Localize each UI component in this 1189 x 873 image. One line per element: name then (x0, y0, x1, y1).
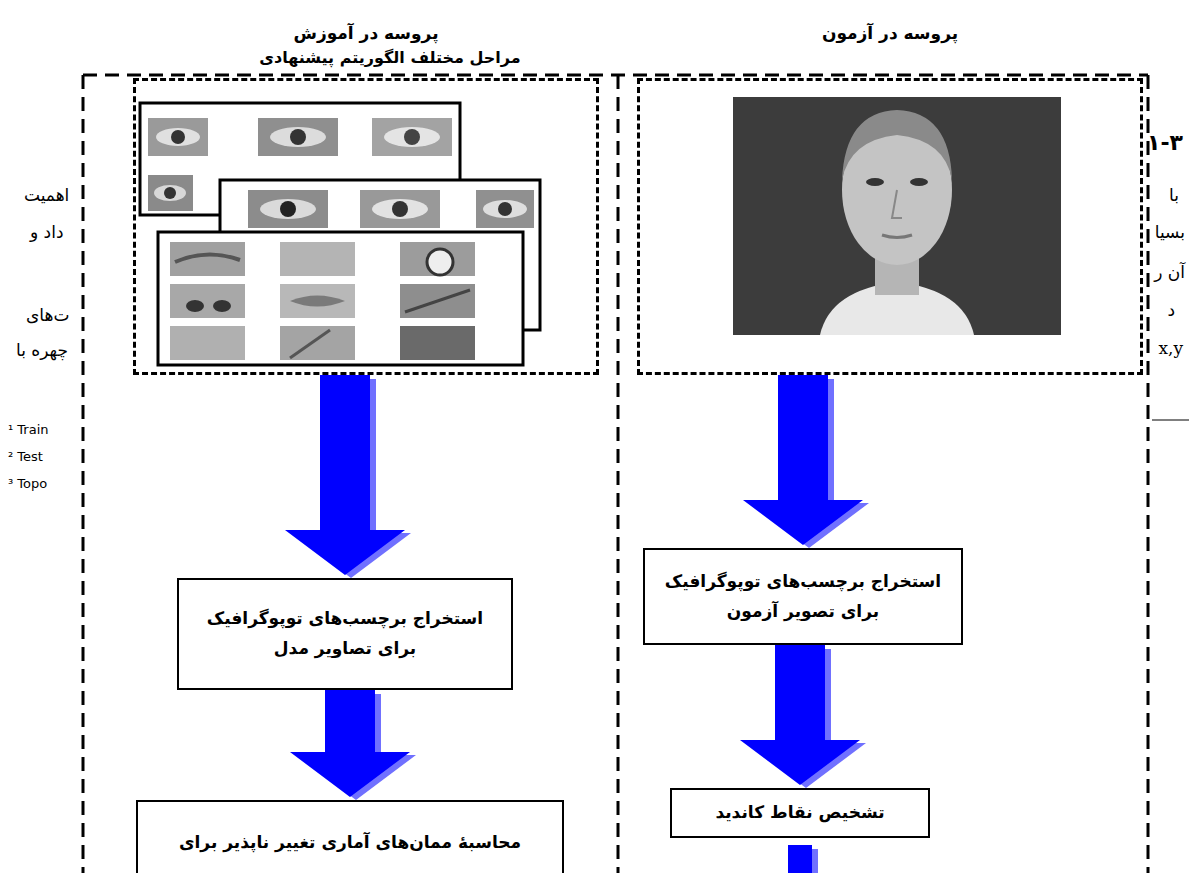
eye (372, 199, 428, 219)
patch (280, 242, 355, 276)
eye (910, 178, 928, 186)
eye (427, 249, 453, 275)
panel-heading: پروسه در آزمون (640, 23, 1140, 43)
patch (248, 190, 328, 228)
eye (156, 128, 200, 146)
text-fragment: اهمیت (24, 185, 69, 205)
eyelid (175, 254, 240, 262)
eye (270, 127, 326, 147)
text-fragment: بسیا (1155, 222, 1185, 242)
patch (280, 326, 355, 360)
patch (360, 190, 440, 228)
photo-ground (733, 97, 1061, 335)
lips (290, 296, 345, 307)
eye (866, 178, 884, 186)
exit-arrow (788, 845, 818, 873)
patch (476, 190, 534, 228)
arrow-body (290, 690, 410, 797)
iris (498, 202, 512, 216)
panel-heading: پروسه در آموزش (136, 23, 596, 43)
iris (280, 201, 296, 217)
card (158, 232, 523, 365)
block-arrow (285, 375, 411, 578)
iris (171, 130, 185, 144)
mouth (882, 235, 912, 238)
patch (148, 175, 193, 211)
arrow-body (743, 375, 863, 545)
eye (260, 199, 316, 219)
nostril (186, 300, 204, 312)
box-text: محاسبهٔ ممان‌های آماری تغییر ناپذیر برای (179, 828, 521, 858)
figure-caption: مراحل مختلف الگوریتم پیشنهادی (190, 48, 590, 67)
box-text: استخراج برچسب‌های توپوگرافیک برای تصاویر… (191, 604, 499, 664)
arrow-body (740, 645, 860, 785)
patch (400, 242, 475, 276)
box-text: تشخیص نقاط کاندید (715, 798, 884, 828)
footnote: ² Test (8, 449, 43, 464)
nostril (213, 300, 231, 312)
patch (258, 118, 338, 156)
outer-frame (83, 74, 1148, 77)
hair (405, 290, 470, 312)
process-box: استخراج برچسب‌های توپوگرافیک برای تصویر … (643, 548, 963, 645)
text-fragment: آن ر (1154, 262, 1185, 282)
text-fragment: x,y (1158, 338, 1183, 358)
patch (280, 284, 355, 318)
process-box: استخراج برچسب‌های توپوگرافیک برای تصاویر… (177, 578, 513, 690)
iris (290, 129, 306, 145)
iris (404, 129, 420, 145)
block-arrow (740, 645, 866, 788)
patch (170, 284, 245, 318)
patch (148, 118, 208, 156)
image-panel: پروسه در آموزش (133, 78, 599, 375)
feature-card (158, 232, 523, 365)
text-fragment: با (1169, 185, 1179, 205)
text-fragment: چهره با (16, 340, 68, 360)
process-box: محاسبهٔ ممان‌های آماری تغییر ناپذیر برای (136, 800, 564, 873)
hair (842, 110, 952, 180)
outer-frame (82, 75, 85, 873)
image-panel: پروسه در آزمون (637, 78, 1143, 375)
eye (384, 127, 440, 147)
footnote: ¹ Train (8, 422, 49, 437)
footnote: ³ Topo (8, 476, 47, 491)
iris (164, 187, 176, 199)
text-fragment: ۱-۳ (1147, 130, 1183, 155)
outer-frame (1147, 75, 1150, 873)
text-fragment: د (1167, 300, 1175, 320)
block-arrow (290, 690, 416, 800)
box-text: استخراج برچسب‌های توپوگرافیک برای تصویر … (657, 567, 949, 627)
eye (483, 200, 527, 218)
block-arrow (743, 375, 869, 548)
patch (400, 326, 475, 360)
hair (290, 330, 330, 358)
nose (892, 190, 902, 218)
arrow-shaft (788, 845, 812, 873)
text-fragment: ت‌های (26, 305, 69, 325)
iris (392, 201, 408, 217)
eye (154, 185, 186, 201)
patch (170, 242, 245, 276)
divider-line (617, 75, 620, 873)
patch (372, 118, 452, 156)
process-box: تشخیص نقاط کاندید (670, 788, 930, 838)
frame-lines (83, 75, 1148, 873)
patch (400, 284, 475, 318)
patch (170, 326, 245, 360)
face-photo (733, 97, 1061, 335)
footnote-rule (1152, 420, 1189, 421)
text-fragment: داد و (30, 222, 63, 242)
arrow-body (285, 375, 405, 575)
